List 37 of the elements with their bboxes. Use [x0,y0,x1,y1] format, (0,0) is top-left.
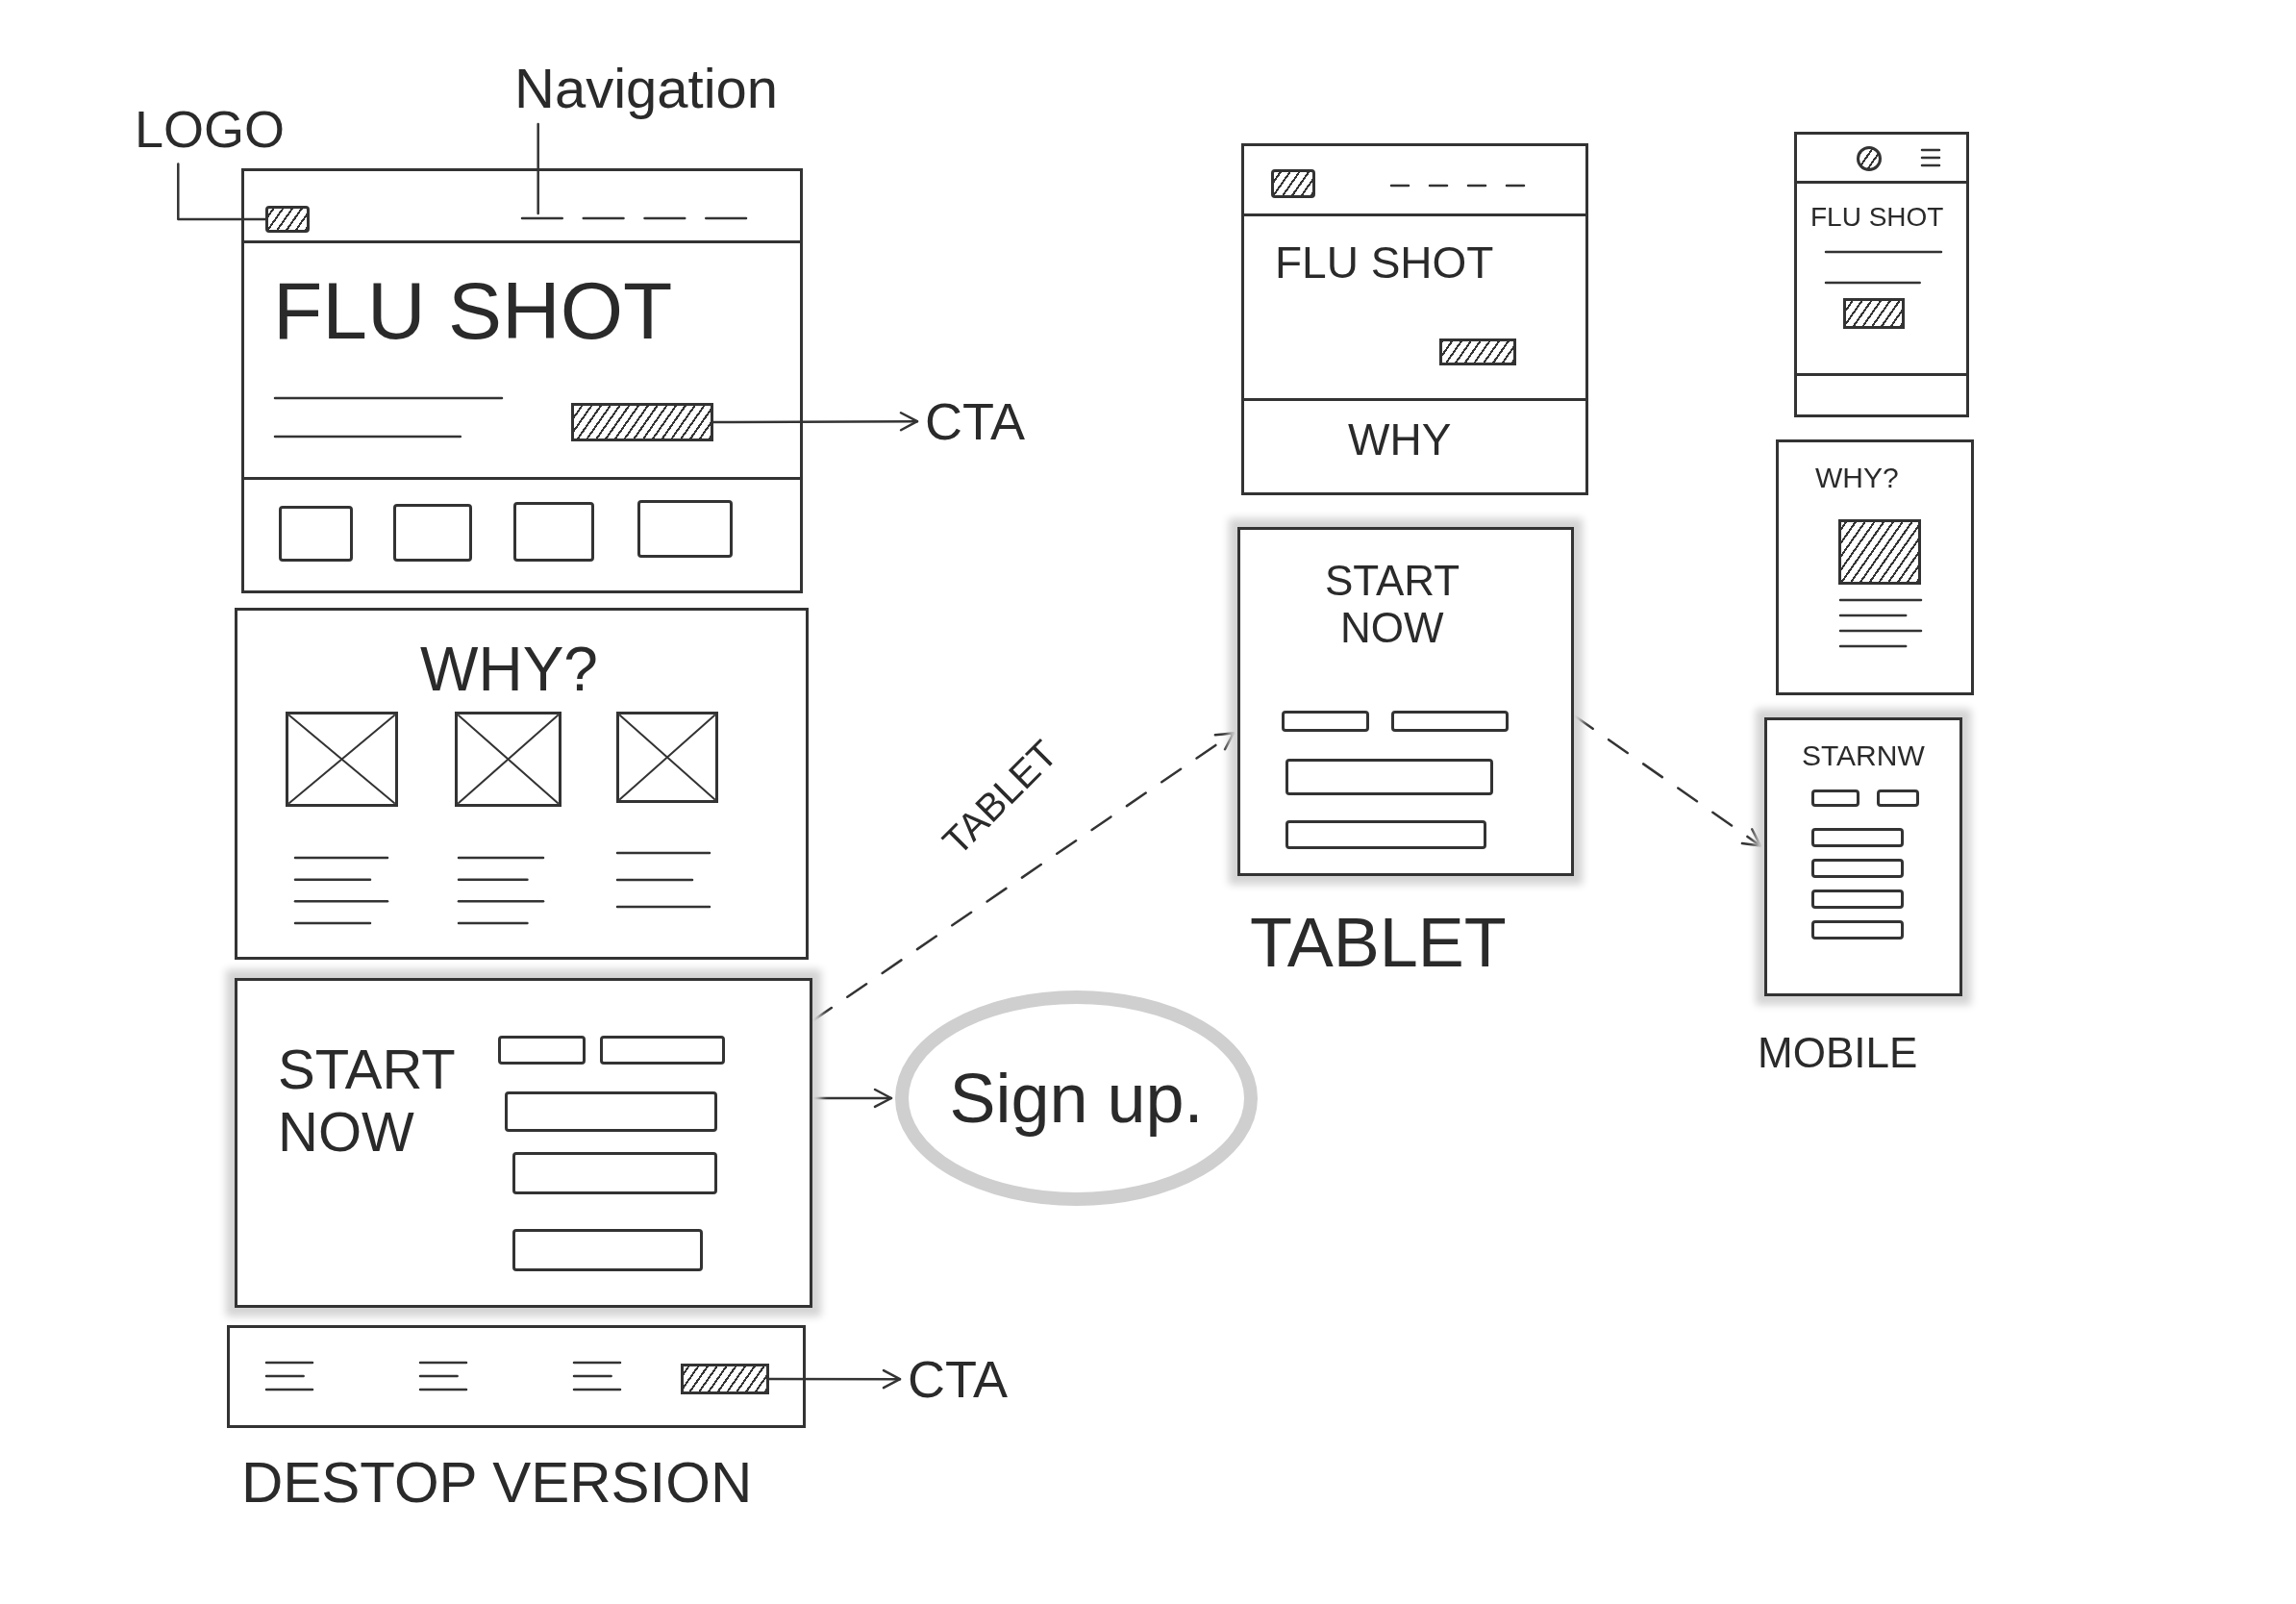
footer-frame [227,1325,806,1428]
hero-section-frame [241,168,803,593]
column-caption: TABLET [1250,904,1507,982]
section-heading: START NOW [278,1039,455,1164]
arrow [767,1368,902,1390]
column-caption: DESTOP VERSION [241,1450,753,1516]
section-heading: WHY [1348,415,1452,465]
button-placeholder [571,403,713,441]
ellipse-label: Sign up. [949,1059,1204,1138]
annotation-label: LOGO [135,100,286,159]
annotation-label: CTA [908,1350,1008,1409]
section-frame [235,608,809,960]
leader-line [537,122,539,215]
section-heading: WHY? [420,636,598,705]
arrow [811,1088,893,1109]
signup-section-frame [1237,527,1574,876]
section-heading: STARNW [1802,739,1925,772]
arrow [711,412,919,432]
leader-line [177,163,267,221]
column-caption: MOBILE [1758,1029,1918,1077]
mobile-screen-frame [1794,132,1969,417]
dashed-arrow [1572,714,1762,847]
section-heading: FLU SHOT [273,265,673,357]
button-placeholder [681,1364,769,1394]
section-frame [1776,439,1974,695]
section-heading: START NOW [1325,557,1460,652]
tablet-screen-frame [1241,143,1588,495]
section-heading: FLU SHOT [1275,238,1494,288]
highlight-ellipse [893,989,1260,1208]
hatched-block-icon [265,206,310,233]
dashed-arrow [811,731,1235,1022]
section-heading: FLU SHOT [1810,202,1944,233]
section-heading: WHY? [1815,462,1899,494]
signup-section-frame [235,978,812,1308]
annotation-label: Navigation [514,58,779,120]
signup-section-frame [1764,717,1962,996]
annotation-label: CTA [925,392,1025,451]
